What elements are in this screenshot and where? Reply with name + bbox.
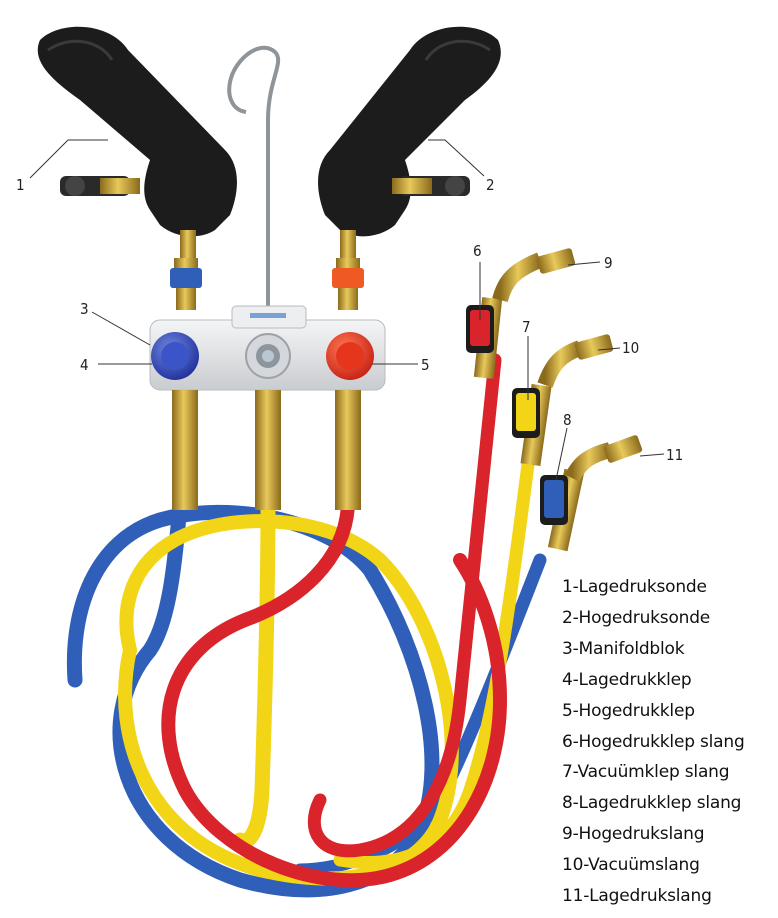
callout-1: 1 (16, 176, 25, 194)
legend-item-8: 8-Lagedrukklep slang (562, 788, 745, 819)
legend-item-10: 10-Vacuümslang (562, 850, 745, 881)
legend-item-5: 5-Hogedrukklep (562, 696, 745, 727)
legend-item-2: 2-Hogedruksonde (562, 603, 745, 634)
legend-item-6: 6-Hogedrukklep slang (562, 727, 745, 758)
legend-item-9: 9-Hogedrukslang (562, 819, 745, 850)
low-pressure-probe (38, 27, 237, 260)
callout-10: 10 (622, 339, 639, 357)
parts-legend: 1-Lagedruksonde 2-Hogedruksonde 3-Manifo… (562, 572, 745, 912)
legend-item-1: 1-Lagedruksonde (562, 572, 745, 603)
hoses (74, 360, 540, 890)
leader-line-11 (640, 454, 664, 456)
leader-line-2 (428, 140, 484, 176)
callout-2: 2 (486, 176, 495, 194)
callout-6: 6 (473, 242, 482, 260)
leader-line-3 (92, 312, 150, 345)
callout-7: 7 (522, 318, 531, 336)
callout-8: 8 (563, 411, 572, 429)
callout-9: 9 (604, 254, 613, 272)
legend-item-3: 3-Manifoldblok (562, 634, 745, 665)
legend-item-4: 4-Lagedrukklep (562, 665, 745, 696)
callout-3: 3 (80, 300, 89, 318)
legend-item-11: 11-Lagedrukslang (562, 881, 745, 912)
legend-item-7: 7-Vacuümklep slang (562, 757, 745, 788)
callout-4: 4 (80, 356, 89, 374)
high-pressure-probe (318, 27, 501, 260)
leader-line-1 (30, 140, 108, 178)
callout-11: 11 (666, 446, 683, 464)
vacuum-hose (240, 505, 268, 841)
callout-5: 5 (421, 356, 430, 374)
